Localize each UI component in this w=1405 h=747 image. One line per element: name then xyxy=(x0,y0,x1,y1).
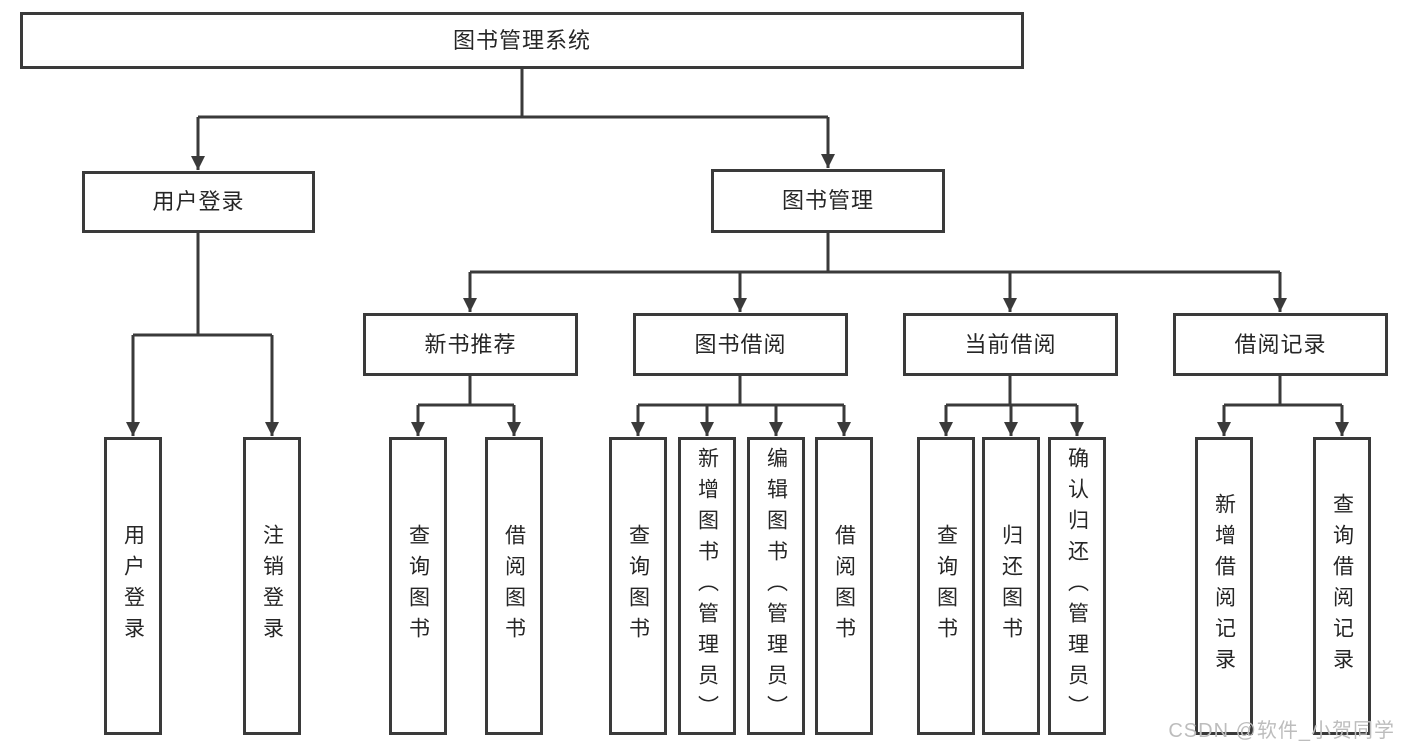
node-root-system: 图书管理系统 xyxy=(20,12,1024,69)
node-book-management: 图书管理 xyxy=(711,169,945,233)
leaf-logout-login: 注销登录 xyxy=(243,437,301,735)
node-borrow-records: 借阅记录 xyxy=(1173,313,1388,376)
connector-user-login-children xyxy=(126,233,279,436)
leaf-borrow-borrow-books: 借阅图书 xyxy=(815,437,873,735)
leaf-user-login: 用户登录 xyxy=(104,437,162,735)
leaf-current-query-books: 查询图书 xyxy=(917,437,975,735)
node-book-borrow: 图书借阅 xyxy=(633,313,848,376)
leaf-borrow-query-books: 查询图书 xyxy=(609,437,667,735)
connector-borrow-records-children xyxy=(1217,376,1349,436)
connector-book-borrow-children xyxy=(631,376,851,436)
node-user-login: 用户登录 xyxy=(82,171,315,233)
node-current-borrow: 当前借阅 xyxy=(903,313,1118,376)
leaf-current-confirm-return-admin: 确认归还（管理员） xyxy=(1048,437,1106,735)
connector-book-management-children xyxy=(463,233,1287,312)
leaf-borrow-edit-books-admin: 编辑图书（管理员） xyxy=(747,437,805,735)
leaf-borrow-add-books-admin: 新增图书（管理员） xyxy=(678,437,736,735)
connector-new-book-recommend-children xyxy=(411,376,521,436)
node-new-book-recommend: 新书推荐 xyxy=(363,313,578,376)
leaf-recommend-borrow-books: 借阅图书 xyxy=(485,437,543,735)
leaf-records-add-borrow-record: 新增借阅记录 xyxy=(1195,437,1253,735)
leaf-current-return-books: 归还图书 xyxy=(982,437,1040,735)
connector-current-borrow-children xyxy=(939,376,1084,436)
leaf-recommend-query-books: 查询图书 xyxy=(389,437,447,735)
leaf-records-query-borrow-record: 查询借阅记录 xyxy=(1313,437,1371,735)
csdn-watermark: CSDN @软件_小贺同学 xyxy=(1168,720,1395,742)
connector-root-to-level2 xyxy=(191,69,835,170)
